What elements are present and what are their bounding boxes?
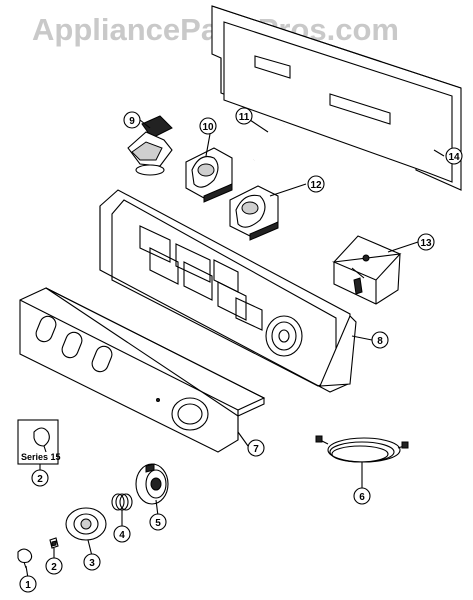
part-9-clip[interactable] <box>127 115 173 176</box>
svg-text:14: 14 <box>448 152 460 163</box>
leader-lines <box>25 119 445 579</box>
callout-7: 7 <box>247 439 265 457</box>
part-11-tube[interactable] <box>253 123 286 162</box>
part-10-switch[interactable] <box>185 147 233 203</box>
callout-6: 6 <box>353 487 371 505</box>
svg-text:12: 12 <box>310 180 322 191</box>
svg-text:11: 11 <box>239 112 250 123</box>
part-7-console-panel[interactable] <box>19 287 266 453</box>
part-3-knob[interactable] <box>65 507 107 541</box>
callout-9: 9 <box>123 111 141 129</box>
series-15-box: Series 15 <box>17 419 61 465</box>
svg-text:13: 13 <box>420 238 432 249</box>
callout-2-series: 2 <box>31 469 49 487</box>
callout-8: 8 <box>371 331 389 349</box>
part-1-cap[interactable] <box>17 548 33 569</box>
svg-text:5: 5 <box>155 518 161 529</box>
callout-1: 1 <box>19 575 37 593</box>
callout-2-lower: 2 <box>45 557 63 575</box>
callouts: 9 10 11 12 13 14 8 7 <box>19 107 463 593</box>
callout-3: 3 <box>83 553 101 571</box>
callout-4: 4 <box>113 525 131 543</box>
callout-13: 13 <box>417 233 435 251</box>
part-12-switch[interactable] <box>229 185 279 241</box>
svg-text:4: 4 <box>119 530 125 541</box>
svg-text:2: 2 <box>37 474 43 485</box>
svg-text:8: 8 <box>377 336 383 347</box>
callout-14: 14 <box>445 147 463 165</box>
svg-text:1: 1 <box>25 580 31 591</box>
callout-5: 5 <box>149 513 167 531</box>
svg-text:10: 10 <box>202 122 214 133</box>
part-14-back-panel[interactable] <box>211 5 462 191</box>
part-6-wire-harness[interactable] <box>315 435 409 463</box>
part-2-clip[interactable] <box>49 537 59 549</box>
part-13-timer[interactable] <box>331 235 402 305</box>
callout-12: 12 <box>307 175 325 193</box>
series-label: Series 15 <box>21 452 61 462</box>
callout-11: 11 <box>235 107 253 125</box>
svg-text:2: 2 <box>51 562 57 573</box>
callout-10: 10 <box>199 117 217 135</box>
part-8-control-housing[interactable] <box>99 189 357 393</box>
svg-text:9: 9 <box>129 116 135 127</box>
part-4-spring[interactable] <box>111 493 133 511</box>
svg-text:6: 6 <box>359 492 365 503</box>
svg-text:3: 3 <box>89 558 95 569</box>
svg-text:7: 7 <box>253 444 259 455</box>
part-5-knob[interactable] <box>135 463 169 505</box>
